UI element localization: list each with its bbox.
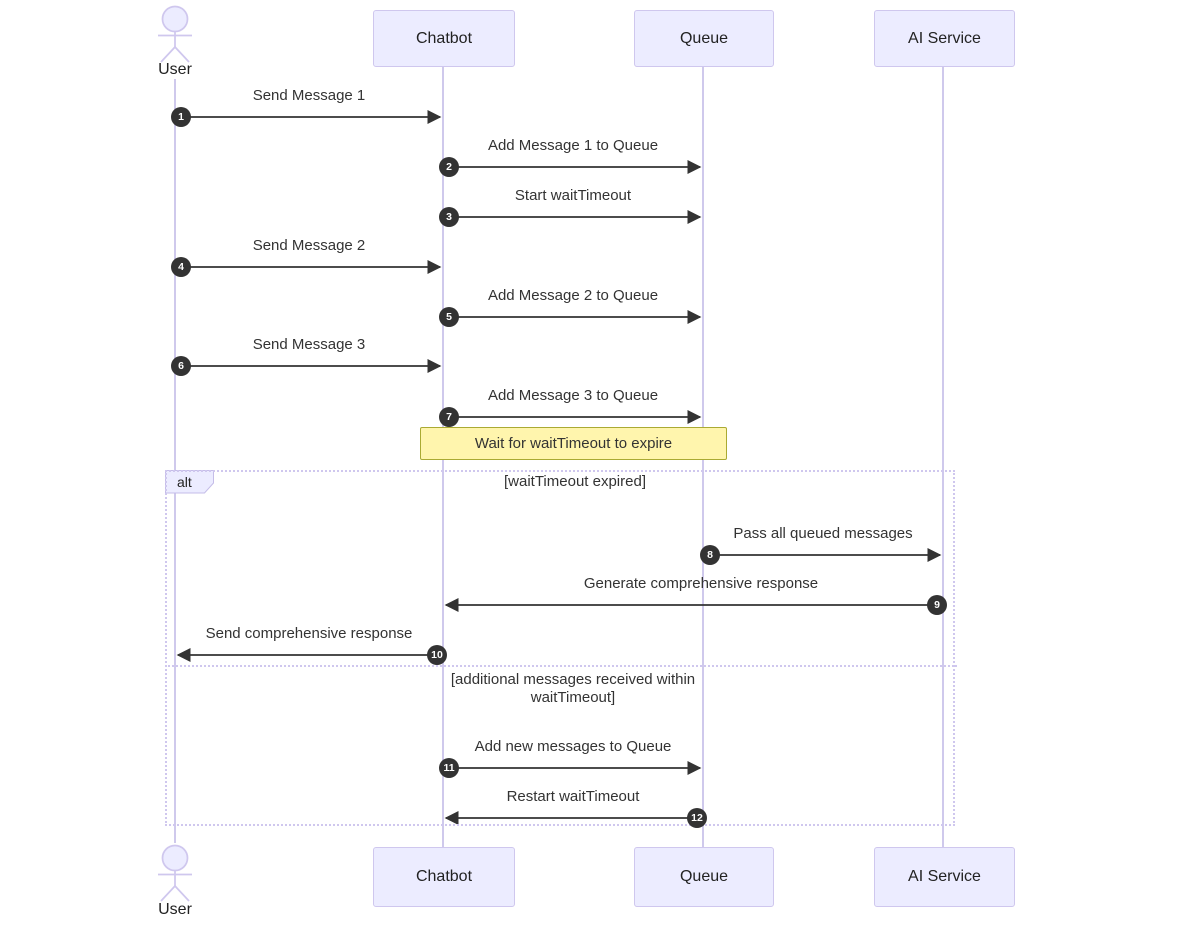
- message-9-number-badge: 9: [927, 595, 947, 615]
- message-3-number-badge: 3: [439, 207, 459, 227]
- participant-box-queue-top: Queue: [634, 10, 774, 67]
- participant-box-ai-service-top: AI Service: [874, 10, 1015, 67]
- message-2-number-badge: 2: [439, 157, 459, 177]
- participant-label: Chatbot: [415, 868, 473, 885]
- actor-leg-right: [174, 885, 190, 902]
- participant-label: AI Service: [908, 29, 981, 47]
- participant-label: AI Service: [908, 868, 981, 885]
- message-6-label: Send Message 3: [252, 336, 366, 353]
- participant-box-queue-bottom: Queue: [634, 847, 774, 907]
- message-4-label: Send Message 2: [252, 237, 366, 254]
- user-actor-figure-top: [158, 5, 192, 63]
- actor-head: [161, 844, 189, 872]
- alt-condition-1: [waitTimeout expired]: [503, 473, 646, 490]
- message-1-label: Send Message 1: [252, 87, 366, 104]
- message-7-number-badge: 7: [439, 407, 459, 427]
- actor-head: [161, 5, 189, 33]
- participant-box-chatbot-top: Chatbot: [373, 10, 515, 67]
- participant-box-chatbot-bottom: Chatbot: [373, 847, 515, 907]
- participant-box-ai-service-bottom: AI Service: [874, 847, 1015, 907]
- message-3-label: Start waitTimeout: [514, 187, 632, 204]
- message-5-number-badge: 5: [439, 307, 459, 327]
- message-1-number-badge: 1: [171, 107, 191, 127]
- message-5-label: Add Message 2 to Queue: [487, 287, 659, 304]
- message-12-label: Restart waitTimeout: [506, 788, 640, 805]
- message-2-label: Add Message 1 to Queue: [487, 137, 659, 154]
- participant-label: Chatbot: [415, 29, 473, 47]
- note-box: Wait for waitTimeout to expire: [420, 427, 727, 460]
- alt-condition-2: [additional messages received within wai…: [450, 671, 696, 706]
- message-10-number-badge: 10: [427, 645, 447, 665]
- actor-leg-left: [160, 46, 176, 63]
- user-actor-figure-bottom: [158, 844, 192, 902]
- actor-leg-left: [160, 885, 176, 902]
- message-8-label: Pass all queued messages: [733, 525, 913, 542]
- message-4-number-badge: 4: [171, 257, 191, 277]
- message-7-label: Add Message 3 to Queue: [487, 387, 659, 404]
- actor-label-user-top: User: [158, 61, 192, 78]
- message-11-number-badge: 11: [439, 758, 459, 778]
- message-8-number-badge: 8: [700, 545, 720, 565]
- message-9-label: Generate comprehensive response: [583, 575, 819, 592]
- participant-label: Queue: [679, 29, 729, 47]
- message-12-number-badge: 12: [687, 808, 707, 828]
- actor-label-user-bottom: User: [158, 901, 192, 918]
- participant-label: Queue: [679, 868, 729, 885]
- alt-keyword-label: alt: [177, 474, 192, 490]
- alt-frame: [165, 470, 955, 826]
- message-6-number-badge: 6: [171, 356, 191, 376]
- alt-else-divider: [165, 665, 957, 667]
- message-10-label: Send comprehensive response: [205, 625, 413, 642]
- message-11-label: Add new messages to Queue: [474, 738, 672, 755]
- actor-leg-right: [174, 46, 190, 63]
